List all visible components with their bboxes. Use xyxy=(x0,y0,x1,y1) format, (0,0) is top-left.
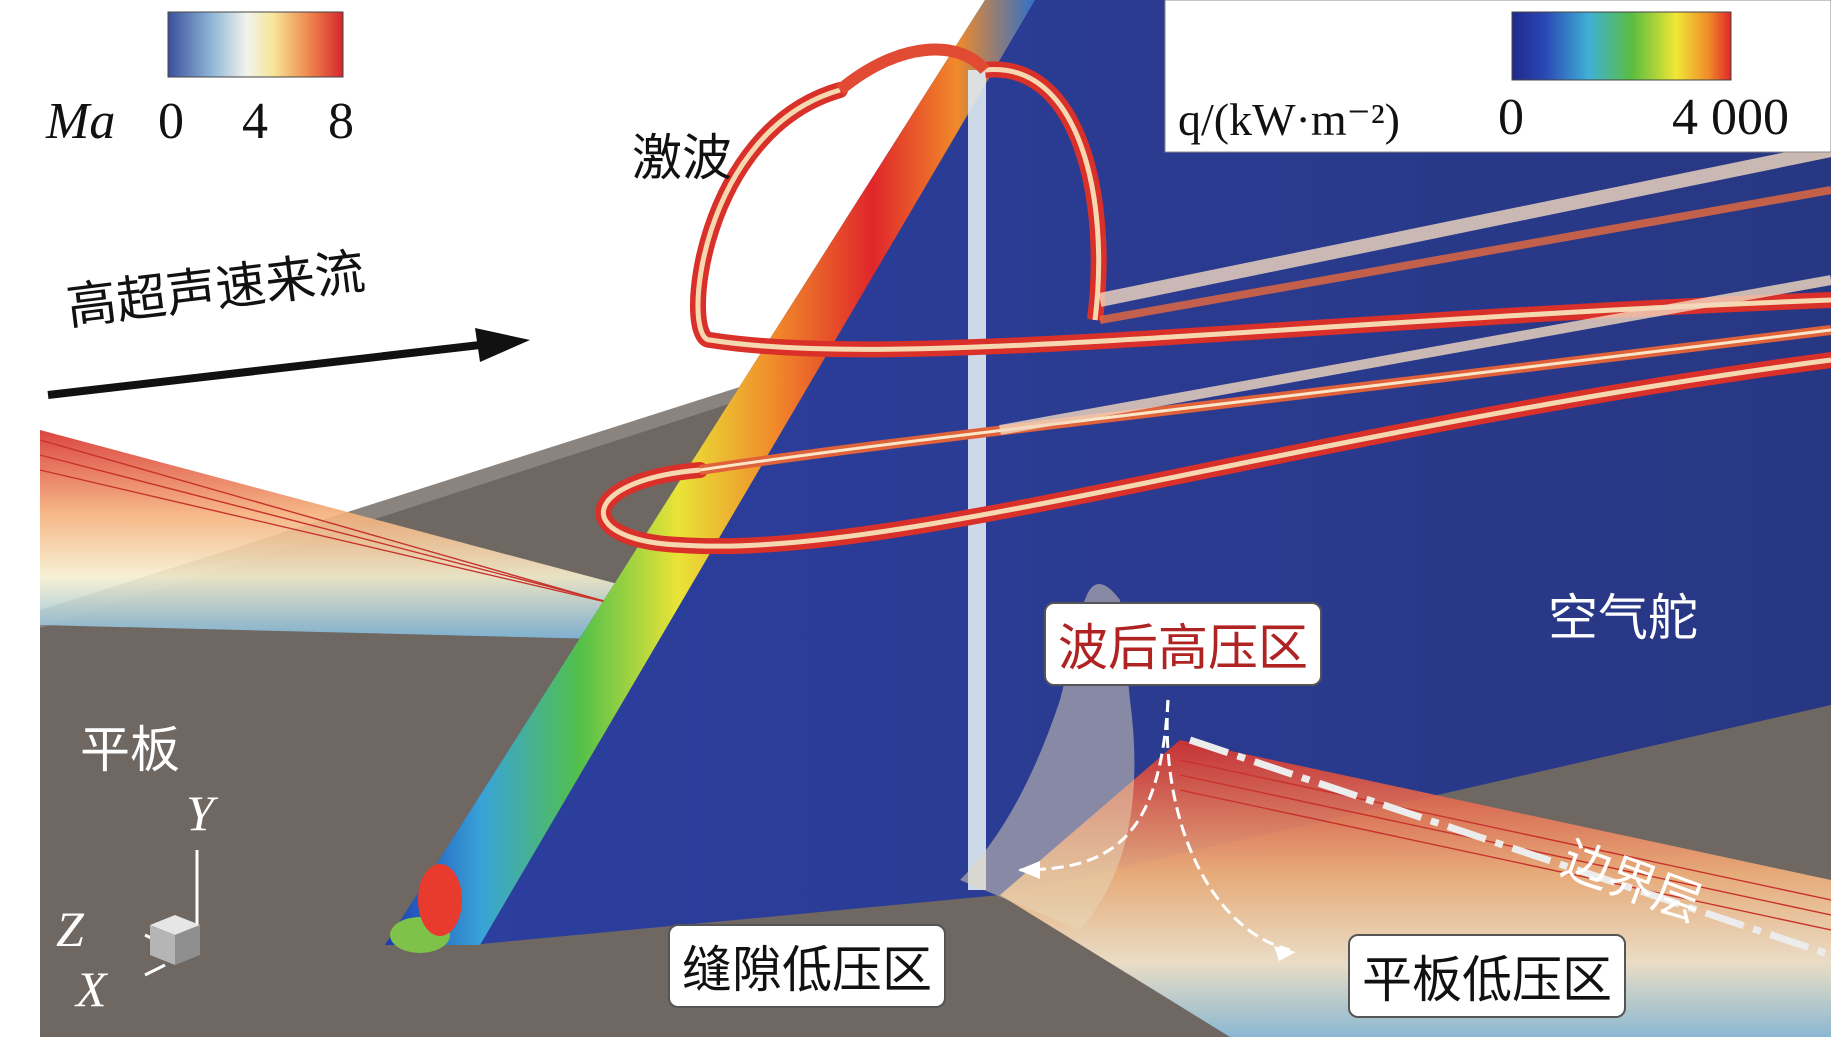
mach-symbol: Ma xyxy=(46,93,116,150)
heat-flux-colorbar xyxy=(1511,11,1732,81)
mach-tick-8: 8 xyxy=(328,93,354,150)
air-rudder-body xyxy=(385,0,1831,945)
dashed-flow-arrows xyxy=(1019,699,1291,952)
heat-flux-tick-0: 0 xyxy=(1498,89,1524,146)
mach-colorbar xyxy=(167,11,344,78)
gap-low-pressure-label: 缝隙低压区 xyxy=(668,924,946,1008)
plate-label: 平板 xyxy=(80,721,180,779)
axis-z-label: Z xyxy=(56,901,84,957)
mach-tick-4: 4 xyxy=(242,93,268,150)
plate-low-pressure-label: 平板低压区 xyxy=(1348,934,1626,1018)
arrow-head-plate xyxy=(1274,946,1296,961)
post-shock-high-pressure-label: 波后高压区 xyxy=(1044,602,1322,686)
shock-label: 激波 xyxy=(632,129,732,187)
left-plate-streamlines xyxy=(39,430,641,640)
axes-cube xyxy=(150,915,200,965)
rudder-label: 空气舵 xyxy=(1548,589,1698,647)
mach-tick-0: 0 xyxy=(158,93,184,150)
heat-flux-symbol: q/(kW·m⁻²) xyxy=(1178,94,1401,145)
freestream-arrow xyxy=(47,328,530,399)
vortex-loops xyxy=(595,43,1831,555)
boundary-layer-line xyxy=(1188,736,1831,959)
axis-y-label: Y xyxy=(186,785,214,841)
arrow-head-gap xyxy=(1018,861,1040,879)
heat-flux-tick-max: 4 000 xyxy=(1672,89,1789,146)
axis-x-label: X xyxy=(76,961,107,1017)
leading-edge-root-hot xyxy=(418,864,462,936)
